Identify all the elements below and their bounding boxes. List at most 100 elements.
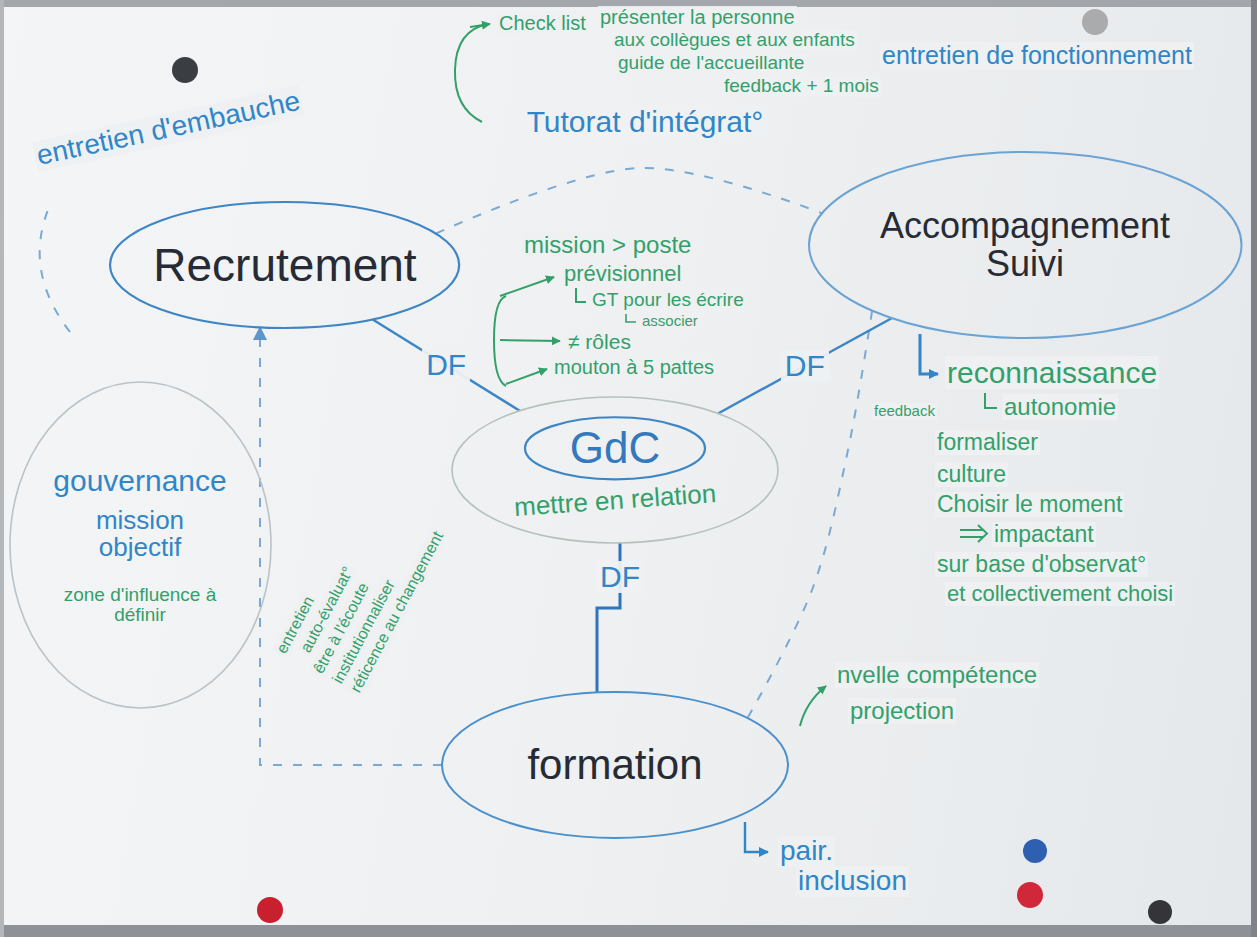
hook-arrow (576, 288, 586, 302)
note-label: aux collègues et aux enfants (612, 30, 857, 51)
magnet (172, 57, 198, 83)
label-holder: culture (935, 462, 1008, 487)
connector-label: DF (422, 349, 470, 381)
note-label: mission > poste (522, 232, 693, 258)
ellipse-outline (442, 692, 788, 838)
node-subtitle: mettre en relation (513, 480, 717, 521)
label-holder: pair. (778, 836, 835, 867)
note-label: et collectivement choisi (945, 582, 1175, 606)
board-frame (0, 0, 4, 937)
dashed-connector (748, 311, 873, 718)
process-ellipse: Accompagnement Suivi (807, 150, 1244, 340)
connector-label-holder: DF (422, 349, 470, 381)
interview-label: entretien d'embauche (32, 85, 305, 172)
label-holder: aux collègues et aux enfants (612, 30, 857, 51)
note-label: sur base d'observat° (935, 552, 1148, 577)
note-label: nvelle compétence (835, 662, 1039, 688)
label-holder: reconnaissance (945, 356, 1159, 389)
node-title: gouvernance (53, 465, 226, 497)
label-holder: prévisionnel (562, 262, 683, 286)
leader-arrow (920, 334, 938, 374)
implies-arrow (960, 525, 987, 542)
ellipse-outline (525, 417, 705, 479)
note-label: Choisir le moment (935, 492, 1124, 517)
connector-label: DF (596, 561, 644, 593)
ellipse-outline (10, 382, 271, 708)
label-holder: autonomie (1002, 394, 1118, 420)
label-holder: GT pour les écrire (590, 290, 746, 311)
magnet (1082, 9, 1108, 35)
connector-label-holder: DF (596, 561, 644, 593)
connector (373, 319, 520, 410)
hub-ellipse: GdC mettre en relation (450, 395, 780, 545)
note-label: reconnaissance (945, 356, 1159, 389)
connector-label: DF (781, 350, 829, 382)
label-holder: impactant (992, 522, 1096, 547)
magnet (1017, 882, 1043, 908)
label-holder: nvelle compétence (835, 662, 1039, 688)
note-label: réticence au changement (346, 527, 448, 697)
note-label: associer (640, 313, 700, 330)
label-holder: Check list (497, 12, 588, 34)
leader-arrow (745, 822, 768, 852)
label-holder: réticence au changement (346, 527, 448, 698)
leader-arrow (506, 369, 547, 384)
node-note: zone d'influence à définir (55, 585, 225, 625)
label-holder: projection (848, 698, 956, 724)
leader-arrow (500, 340, 560, 341)
label-holder: guide de l'accueillante (616, 53, 806, 74)
node-title: GdC (570, 425, 660, 471)
label-holder: feedback + 1 mois (722, 76, 881, 97)
hook-arrow (626, 314, 636, 322)
magnet (257, 897, 283, 923)
ellipse-outline (110, 202, 459, 328)
process-ellipse: Recrutement (108, 200, 461, 330)
zone-ellipse: gouvernance mission objectif zone d'influe… (8, 380, 273, 710)
node-note: mission objectif (70, 507, 210, 562)
connector-label: Tutorat d'intégrat° (523, 106, 768, 138)
note-label: feedback + 1 mois (722, 76, 881, 97)
dashed-connector (436, 168, 822, 234)
dashed-connector (260, 327, 442, 765)
note-label: projection (848, 698, 956, 724)
label-holder: feedback (872, 402, 937, 420)
note-label: prévisionnel (562, 262, 683, 286)
note-label: GT pour les écrire (590, 290, 746, 311)
note-label: culture (935, 462, 1008, 487)
label-holder: entretien de fonctionnement (880, 42, 1194, 70)
dashed-loop (40, 205, 70, 332)
hook-arrow (985, 393, 997, 408)
note-label: pair. (778, 836, 835, 867)
leader-arrow (800, 686, 826, 726)
note-label: mouton à 5 pattes (552, 356, 716, 378)
board-frame (0, 925, 1257, 937)
note-label: présenter la personne (598, 6, 797, 28)
node-title: formation (527, 743, 702, 787)
label-holder: inclusion (796, 866, 909, 897)
label-holder: formaliser (935, 430, 1040, 455)
ellipse-outline (452, 397, 778, 543)
note-label: impactant (992, 522, 1096, 547)
leader-arrow (500, 277, 554, 296)
magnet (1148, 900, 1172, 924)
note-label: formaliser (935, 430, 1040, 455)
process-ellipse: formation (440, 690, 790, 840)
connector-label-holder: Tutorat d'intégrat° (523, 106, 768, 138)
leader-arrow (470, 24, 490, 27)
interview-label: entretien de fonctionnement (880, 42, 1194, 70)
label-holder: Choisir le moment (935, 492, 1124, 517)
label-holder: sur base d'observat° (935, 552, 1148, 577)
label-holder: mission > poste (522, 232, 693, 258)
connector-label-holder: DF (781, 350, 829, 382)
note-label: feedback (872, 403, 937, 420)
label-holder: présenter la personne (598, 6, 797, 28)
magnet (1023, 839, 1047, 863)
note-label: guide de l'accueillante (616, 53, 806, 74)
label-holder: entretien d'embauche (32, 85, 305, 172)
note-label: inclusion (796, 866, 909, 897)
label-holder: et collectivement choisi (945, 582, 1175, 606)
bracket (455, 24, 488, 122)
label-holder: ≠ rôles (566, 330, 633, 353)
note-label: autonomie (1002, 394, 1118, 420)
